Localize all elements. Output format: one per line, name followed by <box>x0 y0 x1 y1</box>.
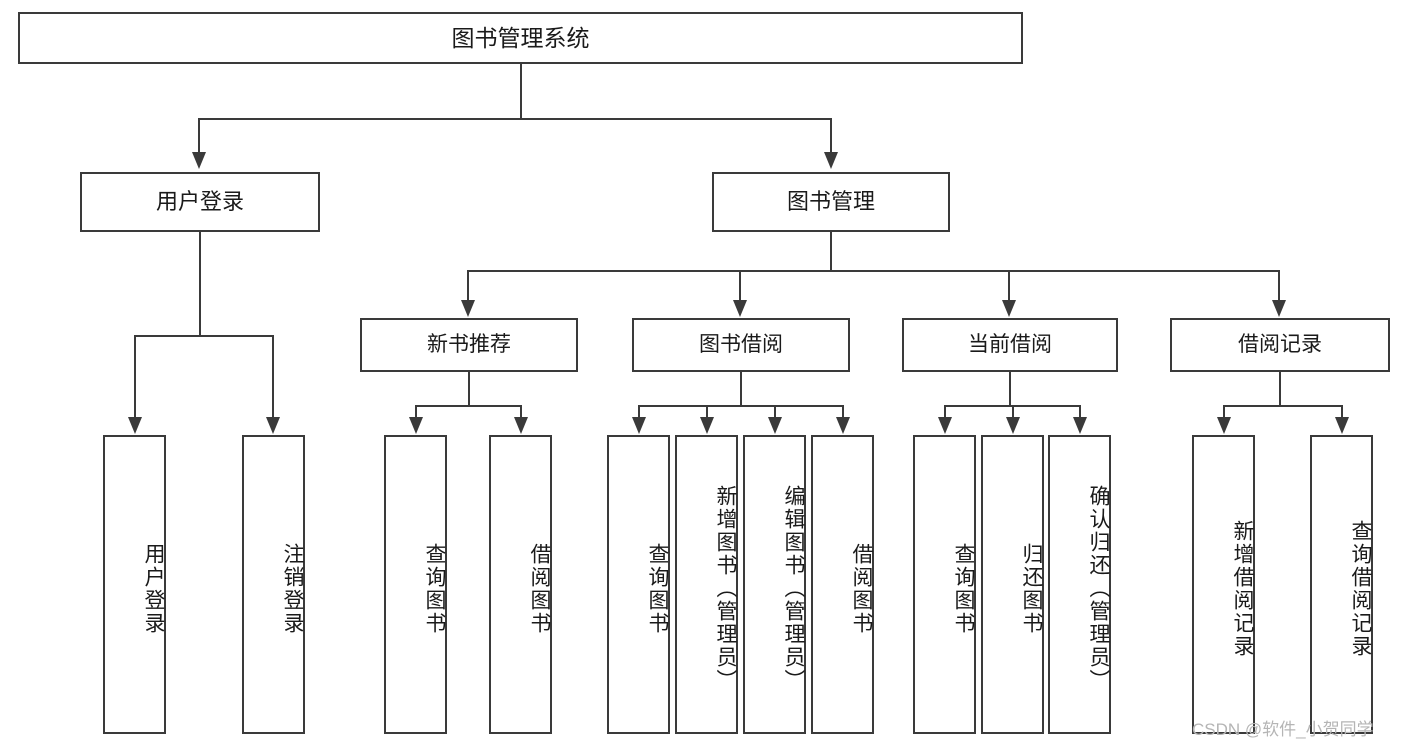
connector-borrow-record-stem <box>1279 372 1281 405</box>
arrowhead-level3-1 <box>461 300 475 317</box>
connector-current-borrow-drop-2 <box>1012 405 1014 418</box>
arrowhead-user-login-1 <box>128 417 142 434</box>
leaf-borrow-book-recommend[interactable]: 借阅图书 <box>489 435 552 734</box>
arrowhead-current-borrow-3 <box>1073 417 1087 434</box>
connector-book-mgmt-stem <box>830 232 832 270</box>
connector-borrow-record-bus <box>1223 405 1342 407</box>
connector-level2-drop-2 <box>830 118 832 153</box>
connector-borrow-record-drop-1 <box>1223 405 1225 418</box>
node-book-management[interactable]: 图书管理 <box>712 172 950 232</box>
leaf-add-book-admin[interactable]: 新增图书（管理员） <box>675 435 738 734</box>
arrowhead-new-book-1 <box>409 417 423 434</box>
connector-borrow-record-drop-2 <box>1341 405 1343 418</box>
leaf-logout[interactable]: 注销登录 <box>242 435 305 734</box>
arrowhead-current-borrow-2 <box>1006 417 1020 434</box>
connector-user-login-drop-1 <box>134 335 136 418</box>
arrowhead-book-borrow-3 <box>768 417 782 434</box>
arrowhead-level3-2 <box>733 300 747 317</box>
connector-new-book-bus <box>415 405 521 407</box>
arrowhead-new-book-2 <box>514 417 528 434</box>
arrowhead-level2-2 <box>824 152 838 169</box>
connector-book-borrow-bus <box>638 405 844 407</box>
connector-book-borrow-drop-1 <box>638 405 640 418</box>
connector-level3-drop-3 <box>1008 270 1010 301</box>
connector-book-borrow-drop-2 <box>706 405 708 418</box>
connector-book-borrow-stem <box>740 372 742 405</box>
leaf-borrow-book[interactable]: 借阅图书 <box>811 435 874 734</box>
connector-level3-drop-1 <box>467 270 469 301</box>
connector-level3-bus <box>467 270 1280 272</box>
node-book-borrow[interactable]: 图书借阅 <box>632 318 850 372</box>
node-user-login[interactable]: 用户登录 <box>80 172 320 232</box>
leaf-confirm-return-admin[interactable]: 确认归还（管理员） <box>1048 435 1111 734</box>
connector-level2-bus <box>198 118 832 120</box>
connector-level3-drop-2 <box>739 270 741 301</box>
leaf-query-book-borrow[interactable]: 查询图书 <box>607 435 670 734</box>
arrowhead-book-borrow-1 <box>632 417 646 434</box>
leaf-query-book-recommend[interactable]: 查询图书 <box>384 435 447 734</box>
node-new-book-recommend[interactable]: 新书推荐 <box>360 318 578 372</box>
connector-current-borrow-drop-3 <box>1079 405 1081 418</box>
arrowhead-book-borrow-4 <box>836 417 850 434</box>
leaf-edit-book-admin[interactable]: 编辑图书（管理员） <box>743 435 806 734</box>
connector-user-login-drop-2 <box>272 335 274 418</box>
arrowhead-level3-4 <box>1272 300 1286 317</box>
connector-current-borrow-drop-1 <box>944 405 946 418</box>
leaf-user-login[interactable]: 用户登录 <box>103 435 166 734</box>
connector-book-borrow-drop-4 <box>842 405 844 418</box>
node-borrow-record[interactable]: 借阅记录 <box>1170 318 1390 372</box>
leaf-return-book[interactable]: 归还图书 <box>981 435 1044 734</box>
connector-user-login-bus <box>134 335 273 337</box>
arrowhead-borrow-record-1 <box>1217 417 1231 434</box>
arrowhead-current-borrow-1 <box>938 417 952 434</box>
connector-level3-drop-4 <box>1278 270 1280 301</box>
connector-level2-drop-1 <box>198 118 200 153</box>
node-current-borrow[interactable]: 当前借阅 <box>902 318 1118 372</box>
arrowhead-user-login-2 <box>266 417 280 434</box>
connector-new-book-drop-1 <box>415 405 417 418</box>
leaf-add-borrow-record[interactable]: 新增借阅记录 <box>1192 435 1255 734</box>
csdn-watermark: CSDN @软件_小贺同学 <box>1192 720 1374 739</box>
connector-book-borrow-drop-3 <box>774 405 776 418</box>
connector-user-login-stem <box>199 232 201 335</box>
arrowhead-borrow-record-2 <box>1335 417 1349 434</box>
arrowhead-book-borrow-2 <box>700 417 714 434</box>
connector-new-book-drop-2 <box>520 405 522 418</box>
arrowhead-level3-3 <box>1002 300 1016 317</box>
connector-current-borrow-stem <box>1009 372 1011 405</box>
leaf-query-book-current[interactable]: 查询图书 <box>913 435 976 734</box>
leaf-query-borrow-record[interactable]: 查询借阅记录 <box>1310 435 1373 734</box>
arrowhead-level2-1 <box>192 152 206 169</box>
connector-root-stem <box>520 64 522 118</box>
node-root-system[interactable]: 图书管理系统 <box>18 12 1023 64</box>
connector-new-book-stem <box>468 372 470 405</box>
